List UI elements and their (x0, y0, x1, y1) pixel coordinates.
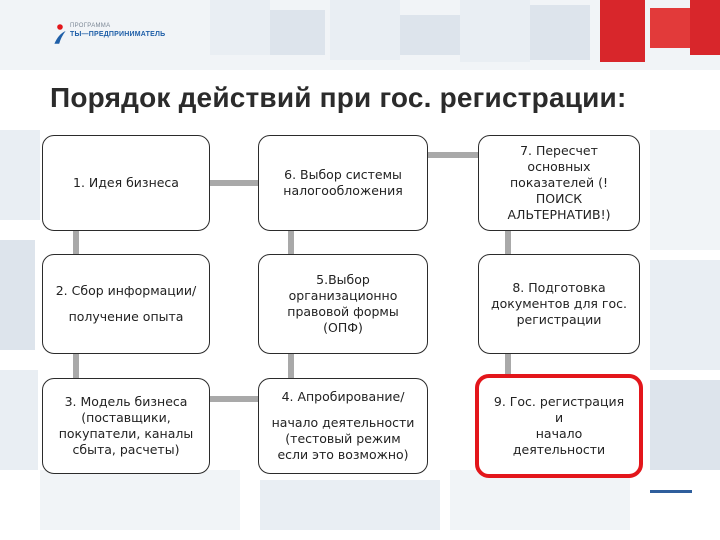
step-3-text-line3: покупатели, каналы (58, 426, 194, 441)
connector-3-4 (210, 396, 260, 402)
step-7-box: 7. Пересчет основных показателей (!ПОИСК… (478, 135, 640, 231)
logo-small-text: ПРОГРАММА (70, 23, 111, 29)
step-8-text-line2: документов для гос. (491, 296, 627, 311)
step-8-text-line1: 8. Подготовка (512, 280, 606, 295)
step-5-box: 5.Выбор организационно правовой формы (О… (258, 254, 428, 354)
step-2-text-line2: получение опыта (68, 309, 184, 324)
step-7-text-line1: 7. Пересчет основных (520, 143, 598, 174)
step-9-text-line2: начало деятельности (512, 426, 606, 457)
connector-1-2 (73, 230, 79, 254)
connector-2-3 (73, 354, 79, 378)
step-6-box: 6. Выбор системы налогообложения (258, 135, 428, 231)
connector-6-7 (428, 152, 480, 158)
step-5-text-line1: 5.Выбор (316, 272, 370, 287)
step-4-text-line3: (тестовый режим (285, 431, 401, 446)
step-7-text-line2: показателей (!ПОИСК (510, 175, 608, 206)
step-5-text-line3: правовой формы (287, 304, 399, 319)
connector-8-9 (505, 354, 511, 378)
step-9-text-line1: 9. Гос. регистрация и (493, 394, 625, 425)
step-4-text-line1: 4. Апробирование/ (281, 389, 405, 404)
step-1-box: 1. Идея бизнеса (42, 135, 210, 231)
step-6-text-line2: налогообложения (283, 183, 403, 198)
step-3-text-line1: 3. Модель бизнеса (64, 394, 188, 409)
step-5-text-line2: организационно (288, 288, 398, 303)
step-2-box: 2. Сбор информации/ получение опыта (42, 254, 210, 354)
step-1-text: 1. Идея бизнеса (73, 175, 179, 190)
step-5-text-line4: (ОПФ) (323, 320, 363, 335)
step-6-text-line1: 6. Выбор системы (284, 167, 402, 182)
step-4-box: 4. Апробирование/ начало деятельности (т… (258, 378, 428, 474)
connector-4-5 (288, 230, 294, 254)
connector-7-8 (505, 230, 511, 254)
step-3-text-line2: (поставщики, (81, 410, 171, 425)
step-2-text-line1: 2. Сбор информации/ (55, 283, 197, 298)
connector-1-6 (210, 180, 260, 186)
page-title: Порядок действий при гос. регистрации: (50, 82, 627, 113)
decorative-underline (650, 490, 692, 493)
step-3-text-line4: сбыта, расчеты) (72, 442, 180, 457)
step-8-box: 8. Подготовка документов для гос. регист… (478, 254, 640, 354)
connector-5-6 (288, 354, 294, 378)
step-8-text-line3: регистрации (516, 312, 602, 327)
step-7-text-line3: АЛЬТЕРНАТИВ!) (507, 207, 611, 222)
step-9-box-highlighted: 9. Гос. регистрация и начало деятельност… (475, 374, 643, 478)
step-4-text-line4: если это возможно) (277, 447, 409, 462)
step-3-box: 3. Модель бизнеса (поставщики, покупател… (42, 378, 210, 474)
figure-logo-icon (54, 24, 66, 44)
logo-main-text: ТЫ—ПРЕДПРИНИМАТЕЛЬ (70, 31, 166, 38)
step-4-text-line2: начало деятельности (271, 415, 415, 430)
